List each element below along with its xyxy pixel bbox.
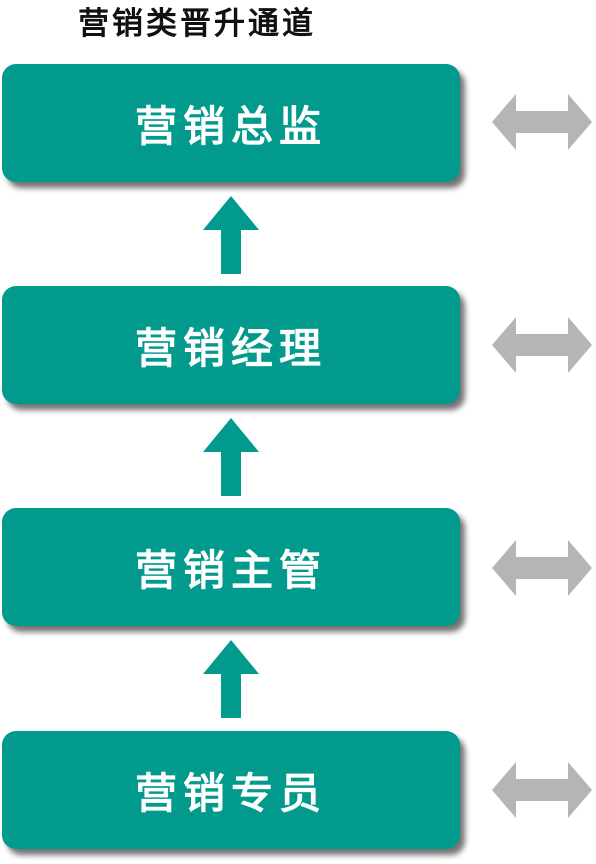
- level-label: 营销经理: [134, 323, 327, 373]
- level-box-manager: 营销经理: [2, 286, 460, 404]
- level-box-director: 营销总监: [2, 64, 460, 182]
- double-arrow-icon: [492, 762, 592, 818]
- level-label: 营销总监: [134, 101, 327, 151]
- up-arrow-icon: [203, 196, 259, 274]
- level-box-specialist: 营销专员: [2, 731, 460, 849]
- double-arrow-icon: [492, 317, 592, 373]
- diagram-title: 营销类晋升通道: [78, 6, 316, 42]
- level-label: 营销主管: [134, 545, 327, 595]
- up-arrow-icon: [203, 640, 259, 718]
- double-arrow-icon: [492, 540, 592, 596]
- up-arrow-icon: [203, 418, 259, 496]
- level-box-supervisor: 营销主管: [2, 508, 460, 626]
- double-arrow-icon: [492, 94, 592, 150]
- level-label: 营销专员: [134, 768, 327, 818]
